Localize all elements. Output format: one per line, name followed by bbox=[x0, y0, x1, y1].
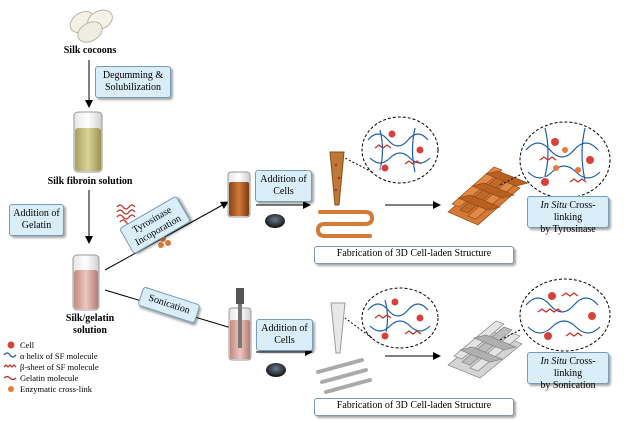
addition-cells-top-box: Addition of Cells bbox=[255, 170, 312, 202]
crosslink-bottom-rest: Cross-linking bbox=[553, 356, 596, 379]
addition-cells-bottom-box: Addition of Cells bbox=[256, 319, 313, 351]
legend-gelatin-label: Gelatin molecule bbox=[20, 373, 79, 383]
legend-enzymatic-label: Enzymatic cross-link bbox=[20, 384, 92, 394]
printed-serpentine-top bbox=[315, 210, 375, 238]
crosslink-top-box: In Situ Cross-linking by Tyrosinase bbox=[527, 196, 609, 235]
crosslink-top-line2: by Tyrosinase bbox=[540, 224, 596, 235]
degumming-box: Degumming & Solubilization bbox=[95, 66, 171, 98]
degumming-line2: Solubilization bbox=[104, 82, 162, 93]
sonication-tube bbox=[228, 288, 252, 361]
legend-icons bbox=[3, 341, 17, 392]
fabrication-bottom-box: Fabrication of 3D Cell-laden Structure bbox=[314, 398, 514, 416]
zoom-network-top-2 bbox=[519, 121, 611, 199]
arrow-to-tyrosinase bbox=[104, 201, 229, 271]
addition-gelatin-box: Addition of Gelatin bbox=[9, 204, 64, 236]
addition-cells-bottom-line1: Addition of bbox=[261, 323, 308, 334]
silk-cocoons-image bbox=[69, 9, 113, 43]
fabrication-top-label: Fabrication of 3D Cell-laden Structure bbox=[336, 248, 492, 259]
tyrosinase-tube bbox=[227, 171, 251, 218]
fabrication-bottom-label: Fabrication of 3D Cell-laden Structure bbox=[336, 400, 492, 411]
silk-gelatin-solution-label: Silk/gelatin solution bbox=[40, 313, 140, 337]
printing-nozzle-bottom bbox=[330, 302, 346, 354]
crosslink-top-italic: In Situ bbox=[540, 200, 567, 211]
zoom-line-bottom-1 bbox=[344, 317, 373, 339]
silk-cocoons-label: Silk cocoons bbox=[63, 45, 117, 56]
zoom-network-bottom-2 bbox=[519, 278, 611, 352]
silk-gelatin-tube bbox=[72, 254, 100, 311]
legend-gelatin-icon bbox=[3, 375, 17, 381]
zoom-network-top-1 bbox=[361, 116, 439, 184]
scaffold-bottom bbox=[447, 320, 523, 379]
fabrication-top-box: Fabrication of 3D Cell-laden Structure bbox=[314, 246, 514, 264]
legend-alpha-label: α helix of SF molecule bbox=[20, 351, 98, 361]
silk-gelatin-line2: solution bbox=[73, 325, 107, 336]
silk-fibroin-tube bbox=[73, 111, 103, 173]
legend-alpha-helix-icon bbox=[3, 352, 17, 358]
crosslink-bottom-line2: by Sonication bbox=[540, 380, 596, 391]
printing-nozzle-top bbox=[329, 151, 345, 206]
crosslink-top-rest: Cross-linking bbox=[553, 200, 596, 223]
addition-gelatin-line1: Addition of bbox=[13, 208, 60, 219]
legend-beta-sheet-icon bbox=[3, 364, 17, 368]
cell-dish-top bbox=[265, 214, 285, 228]
silk-gelatin-line1: Silk/gelatin bbox=[65, 313, 115, 324]
addition-gelatin-line2: Gelatin bbox=[21, 220, 52, 231]
zoom-line-top-1 bbox=[344, 157, 373, 173]
legend-beta-label: β-sheet of SF molecule bbox=[20, 362, 99, 372]
crosslink-bottom-italic: In Situ bbox=[540, 356, 567, 367]
addition-cells-top-line1: Addition of bbox=[260, 174, 307, 185]
legend-enzymatic-icon bbox=[8, 386, 14, 392]
degumming-line1: Degumming & bbox=[102, 70, 164, 81]
silk-fibroin-solution-label: Silk fibroin solution bbox=[47, 176, 133, 187]
addition-cells-bottom-line2: Cells bbox=[274, 335, 295, 346]
cell-dish-bottom bbox=[266, 363, 286, 377]
addition-cells-top-line2: Cells bbox=[273, 186, 294, 197]
legend-cell-label: Cell bbox=[20, 340, 35, 350]
crosslink-bottom-box: In Situ Cross-linking by Sonication bbox=[527, 352, 609, 391]
scaffold-top bbox=[447, 166, 529, 226]
zoom-network-bottom-1 bbox=[361, 287, 439, 349]
printed-lines-bottom bbox=[316, 358, 372, 394]
legend-cell-icon bbox=[7, 341, 15, 349]
